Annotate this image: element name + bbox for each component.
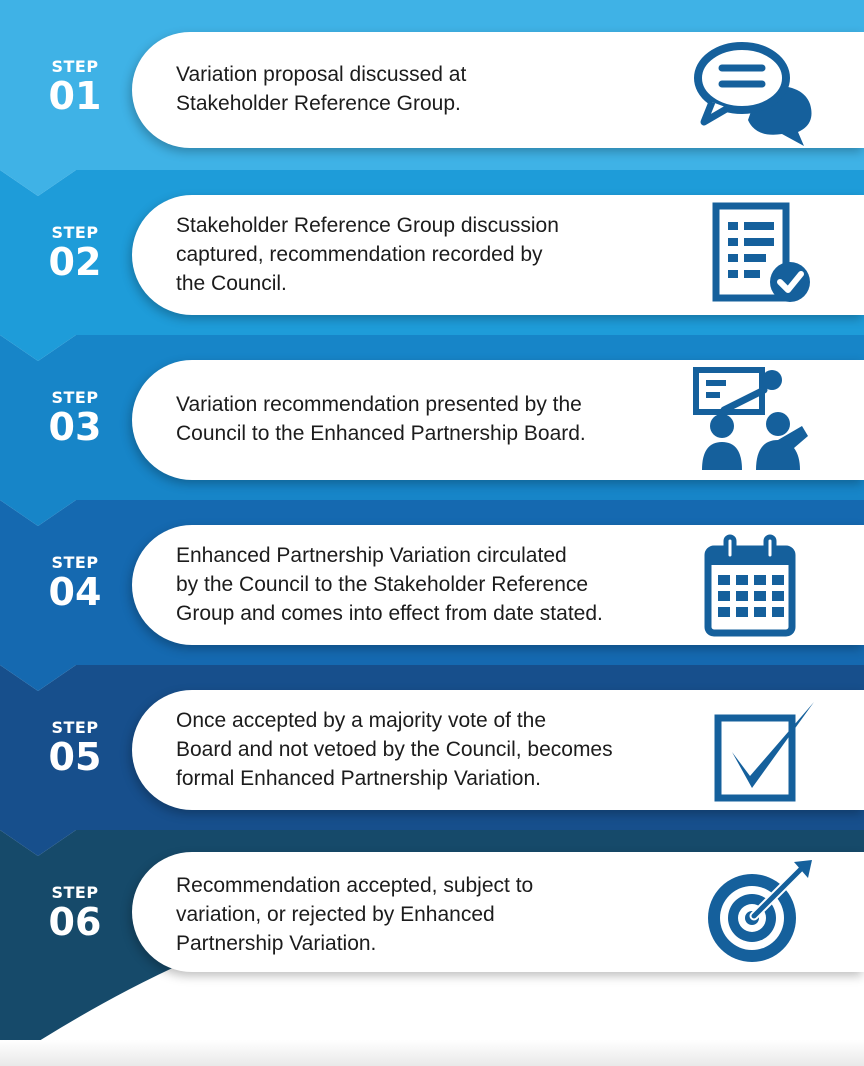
step-text-line: captured, recommendation recorded by <box>176 243 543 266</box>
step-1-label: STEP 01 <box>0 57 150 118</box>
step-6-text: Recommendation accepted, subject to vari… <box>176 871 696 958</box>
target-arrow-icon <box>708 860 812 962</box>
step-text-line: by the Council to the Stakeholder Refere… <box>176 573 589 596</box>
step-text-line: Stakeholder Reference Group. <box>176 92 461 115</box>
step-5-label: STEP 05 <box>0 718 150 779</box>
step-number: 03 <box>48 405 102 449</box>
step-word: STEP <box>51 388 99 407</box>
step-5-text: Once accepted by a majority vote of the … <box>176 706 696 793</box>
step-text-line: Council to the Enhanced Partnership Boar… <box>176 422 586 445</box>
step-word: STEP <box>51 553 99 572</box>
checklist-document-icon <box>712 202 810 302</box>
step-number: 06 <box>48 900 102 944</box>
calendar-icon <box>704 534 796 637</box>
step-number: 01 <box>48 74 102 118</box>
step-6-label: STEP 06 <box>0 883 150 944</box>
step-4-text: Enhanced Partnership Variation circulate… <box>176 541 696 628</box>
step-text-line: Recommendation accepted, subject to <box>176 874 534 897</box>
checkbox-tick-icon <box>714 702 814 802</box>
presentation-meeting-icon <box>693 367 808 470</box>
step-2-text: Stakeholder Reference Group discussion c… <box>176 211 696 298</box>
step-3-text: Variation recommendation presented by th… <box>176 390 696 448</box>
step-text-line: Group and comes into effect from date st… <box>176 602 603 625</box>
step-number: 02 <box>48 240 102 284</box>
step-word: STEP <box>51 718 99 737</box>
step-word: STEP <box>51 223 99 242</box>
step-number: 05 <box>48 735 102 779</box>
step-word: STEP <box>51 57 99 76</box>
step-2-label: STEP 02 <box>0 223 150 284</box>
step-text-line: Variation proposal discussed at <box>176 63 467 86</box>
speech-bubbles-icon <box>694 42 812 146</box>
step-text-line: the Council. <box>176 272 287 295</box>
step-text-line: variation, or rejected by Enhanced <box>176 903 495 926</box>
step-number: 04 <box>48 570 102 614</box>
bottom-shadow <box>0 1040 864 1066</box>
step-text-line: Once accepted by a majority vote of the <box>176 709 547 732</box>
step-text-line: Enhanced Partnership Variation circulate… <box>176 544 567 567</box>
step-1-text: Variation proposal discussed at Stakehol… <box>176 60 696 118</box>
step-text-line: Partnership Variation. <box>176 932 377 955</box>
step-text-line: Stakeholder Reference Group discussion <box>176 214 559 237</box>
step-3-label: STEP 03 <box>0 388 150 449</box>
step-4-label: STEP 04 <box>0 553 150 614</box>
step-word: STEP <box>51 883 99 902</box>
step-text-line: Board and not vetoed by the Council, bec… <box>176 738 613 761</box>
step-text-line: Variation recommendation presented by th… <box>176 393 582 416</box>
step-text-line: formal Enhanced Partnership Variation. <box>176 767 541 790</box>
